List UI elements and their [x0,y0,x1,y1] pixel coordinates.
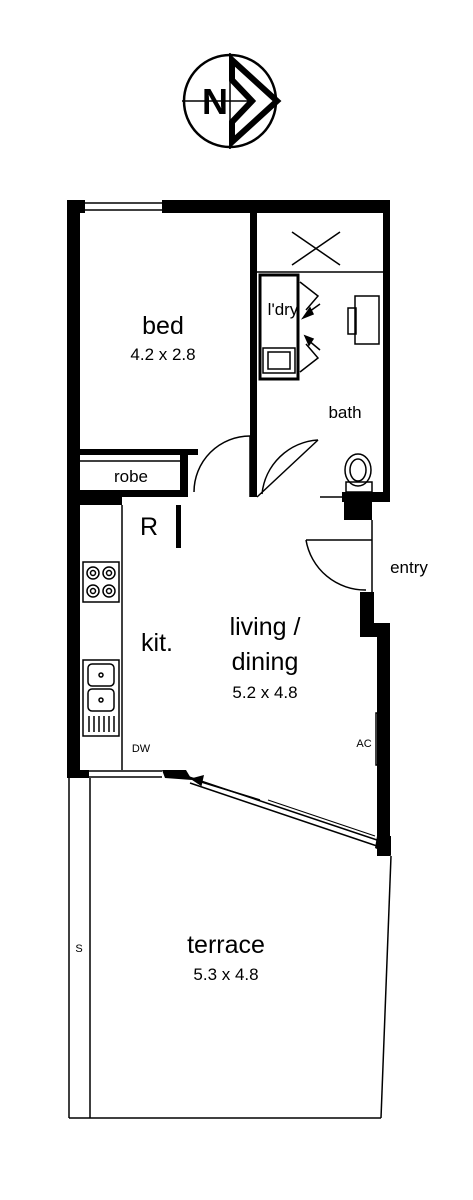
compass: N [182,53,282,149]
vanity-icon [354,295,380,345]
aircon-label: AC [356,738,371,750]
storage-label: S [75,943,82,955]
bed-label: bed [142,312,184,340]
living-label-line2: dining [232,648,299,676]
living-label-line1: living / [230,613,301,641]
labels: bed 4.2 x 2.8 l'dry bath robe R kit. DW … [75,300,428,984]
compass-letter: N [202,81,228,122]
kitchen-label: kit. [141,629,173,657]
dishwasher-label: DW [132,743,151,755]
laundry-label: l'dry [268,300,299,319]
fridge-label: R [140,513,158,541]
cooktop-icon [82,561,120,603]
bath-label: bath [328,403,361,422]
arrows [190,303,321,801]
bed-dims: 4.2 x 2.8 [130,345,195,364]
walls [67,200,391,856]
doors [193,281,372,591]
bath-door [256,439,319,498]
robe-label: robe [114,467,148,486]
fixtures [82,295,385,766]
terrace-dims: 5.3 x 4.8 [193,965,258,984]
living-dims: 5.2 x 4.8 [232,683,297,702]
sink-icon [82,659,120,737]
entry-label: entry [390,558,428,577]
washing-machine-icon [262,347,296,374]
aircon-unit-icon [375,712,385,766]
toilet-icon [344,453,373,493]
interior-lines [68,202,392,1119]
terrace-label: terrace [187,931,265,959]
north-arrow-icon [229,53,282,149]
